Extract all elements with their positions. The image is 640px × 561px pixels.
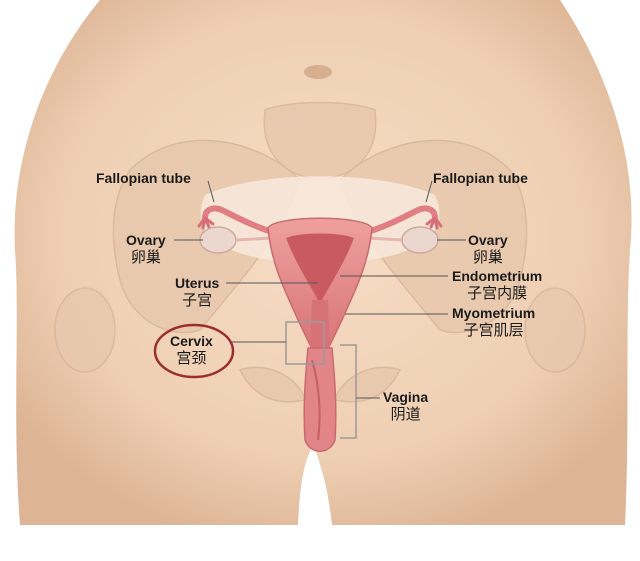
label-cervix: Cervix 宫颈 — [170, 333, 213, 368]
leader-lines — [174, 180, 466, 399]
navel — [304, 65, 332, 79]
fimbriae — [197, 216, 443, 230]
endometrium-shape — [286, 233, 354, 300]
label-fallopian-tube-right: Fallopian tube — [433, 170, 528, 186]
label-ovary-right: Ovary 卵巢 — [468, 232, 508, 267]
label-vagina-en: Vagina — [383, 389, 429, 405]
vaginal-canal — [311, 359, 321, 441]
ovary-left-shape — [199, 226, 237, 254]
label-myometrium-en: Myometrium — [452, 305, 536, 321]
label-myometrium: Myometrium 子宫肌层 — [452, 305, 535, 340]
label-fallopian-tube-right-en: Fallopian tube — [433, 170, 528, 186]
vagina-bracket — [340, 344, 357, 439]
label-ovary-left-en: Ovary — [126, 232, 166, 248]
label-uterus-en: Uterus — [175, 275, 220, 291]
fallopian-tube-left-shape — [202, 205, 275, 235]
label-endometrium: Endometrium 子宫内膜 — [452, 268, 542, 303]
label-ovary-right-en: Ovary — [468, 232, 508, 248]
label-cervix-en: Cervix — [170, 333, 213, 349]
ovarian-ligament-right — [367, 236, 403, 242]
label-vagina-zh: 阴道 — [390, 405, 421, 423]
label-ovary-left-zh: 卵巢 — [130, 248, 161, 266]
ovary-right-shape — [401, 226, 439, 254]
cervix-highlight-circle — [153, 323, 235, 379]
label-fallopian-tube-left-en: Fallopian tube — [96, 170, 191, 186]
label-ovary-left: Ovary 卵巢 — [126, 232, 166, 267]
leg-gap — [298, 450, 332, 525]
label-fallopian-tube-left: Fallopian tube — [96, 170, 191, 186]
label-endometrium-en: Endometrium — [452, 268, 543, 284]
label-cervix-zh: 宫颈 — [176, 349, 207, 367]
ovarian-ligament-left — [235, 236, 273, 242]
label-endometrium-zh: 子宫内膜 — [467, 284, 528, 302]
label-uterus-zh: 子宫 — [182, 291, 213, 309]
fallopian-tube-right-shape — [365, 205, 438, 235]
label-uterus: Uterus 子宫 — [175, 275, 219, 310]
label-ovary-right-zh: 卵巢 — [472, 248, 503, 266]
cervix-bracket — [285, 321, 325, 365]
cervix-shape — [310, 300, 330, 348]
label-vagina: Vagina 阴道 — [383, 389, 428, 424]
label-myometrium-zh: 子宫肌层 — [463, 321, 524, 339]
